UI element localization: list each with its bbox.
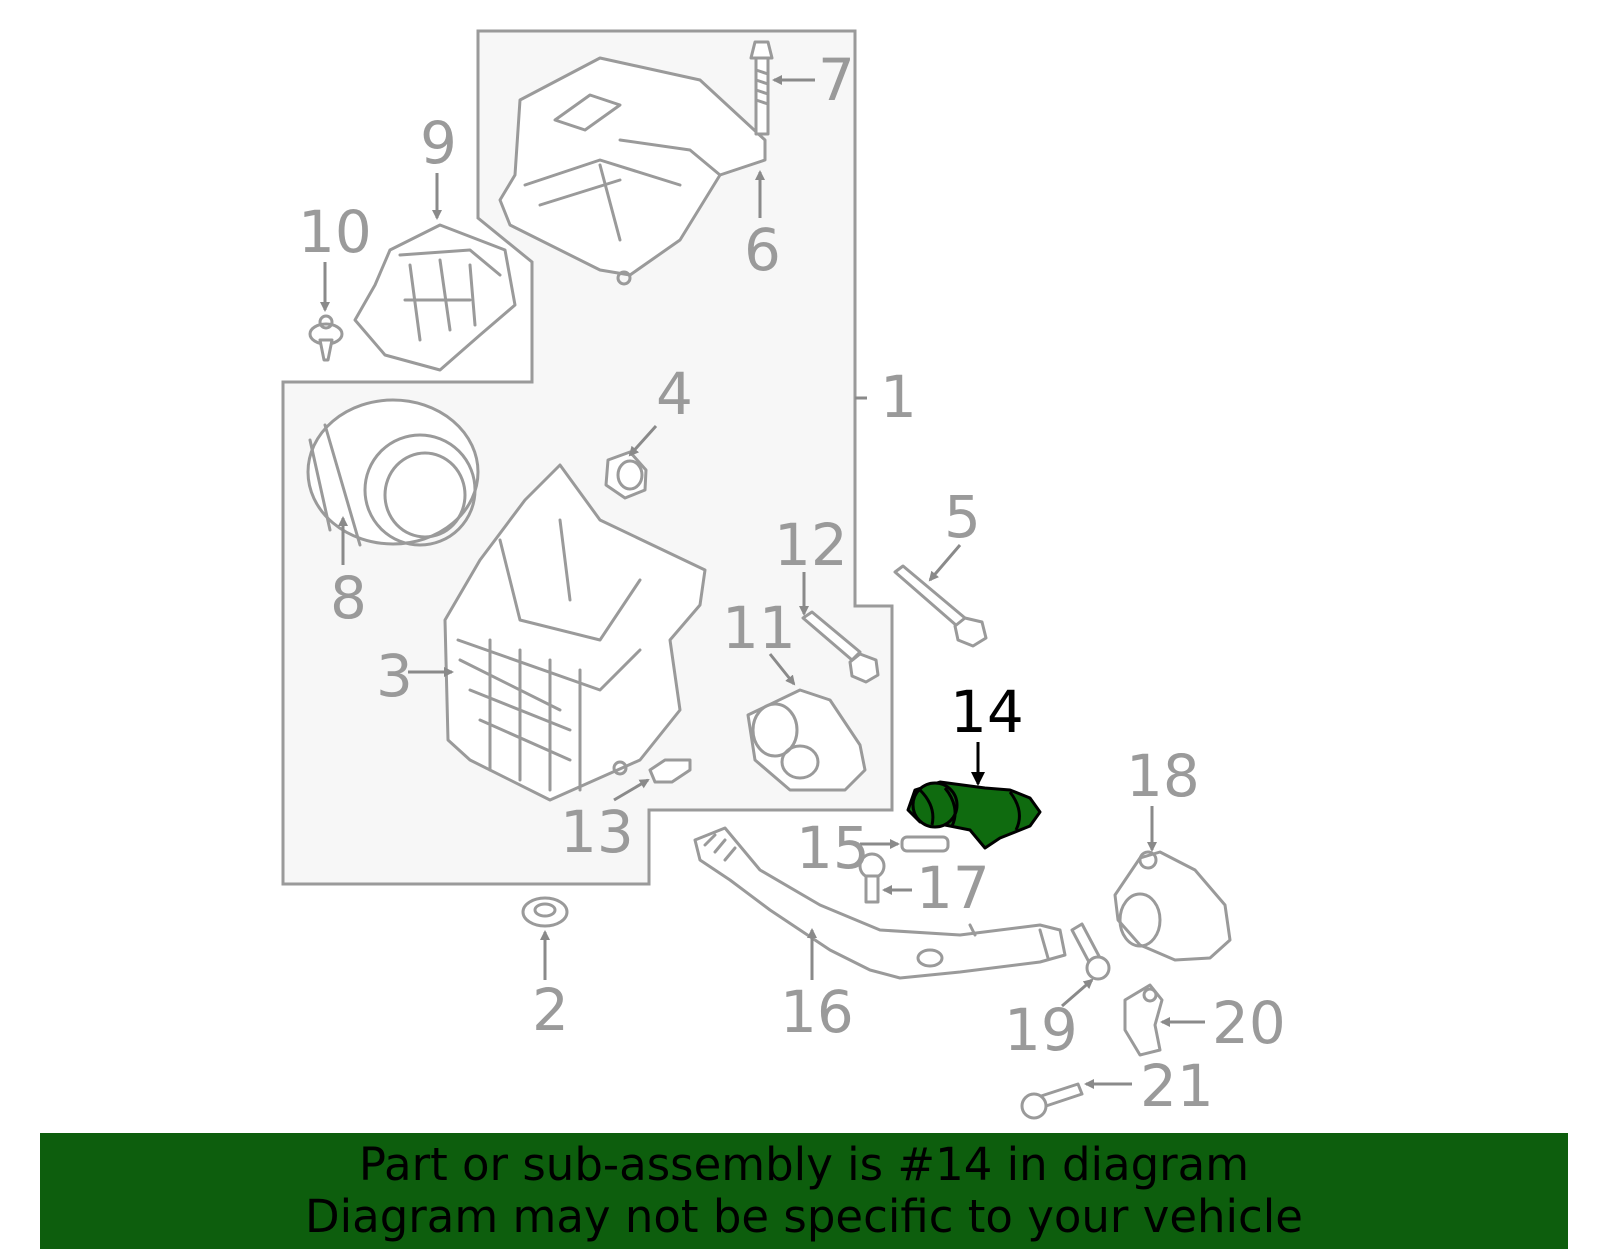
callout-19: 19 [1004, 996, 1078, 1064]
callout-5: 5 [944, 483, 981, 551]
callout-16: 16 [780, 978, 854, 1046]
callout-14: 14 [950, 678, 1024, 746]
leader-lines [320, 75, 1205, 1089]
callout-3: 3 [376, 642, 413, 710]
bolt-5-part [893, 564, 988, 648]
callout-8: 8 [330, 564, 367, 632]
callout-4: 4 [656, 360, 693, 428]
callout-2: 2 [532, 976, 569, 1044]
resonator-part [1113, 850, 1232, 962]
callout-1: 1 [880, 363, 917, 431]
intake-hose-part-14 [906, 780, 1042, 850]
air-cleaner-cover-part [498, 56, 767, 286]
callout-20: 20 [1212, 989, 1286, 1057]
air-cleaner-housing-part [443, 463, 707, 802]
air-filter-part [306, 398, 480, 547]
throttle-body-part [746, 688, 867, 792]
bolt-part [749, 40, 774, 136]
callout-17: 17 [916, 854, 990, 922]
banner-line-1: Part or sub-assembly is #14 in diagram [358, 1138, 1250, 1191]
callout-7: 7 [818, 46, 855, 114]
bolt-21-part [1020, 1082, 1084, 1120]
callout-12: 12 [774, 511, 848, 579]
sensor-part [648, 758, 692, 784]
info-banner: Part or sub-assembly is #14 in diagram D… [40, 1133, 1568, 1249]
callout-15: 15 [796, 814, 870, 882]
air-pipe-part [693, 826, 1067, 980]
push-clip-part [308, 314, 344, 362]
banner-line-2: Diagram may not be specific to your vehi… [305, 1190, 1303, 1243]
callout-13: 13 [560, 798, 634, 866]
intake-duct-part [353, 223, 517, 372]
bolt-19-part [1070, 922, 1111, 981]
callout-6: 6 [744, 216, 781, 284]
bolt-17-part [858, 852, 886, 904]
bolt-12-part [801, 610, 880, 684]
bracket-part [1123, 983, 1164, 1057]
callout-9: 9 [420, 109, 457, 177]
pin-part [900, 835, 950, 853]
callout-18: 18 [1126, 742, 1200, 810]
callout-21: 21 [1140, 1052, 1214, 1120]
callout-10: 10 [298, 198, 372, 266]
mount-grommet-part [521, 896, 569, 928]
callout-11: 11 [722, 594, 796, 662]
